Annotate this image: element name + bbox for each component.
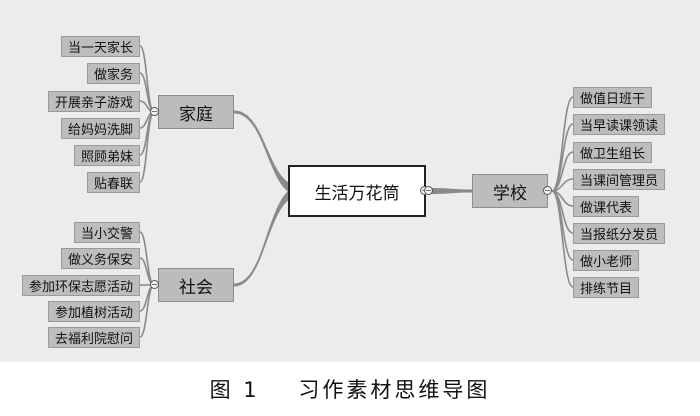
leaf-society-1[interactable]: 当小交警 (73, 222, 140, 243)
connector-root-family (234, 110, 300, 196)
leaf-school-4[interactable]: 当课间管理员 (573, 169, 666, 190)
connector-school-leaf-7 (551, 190, 574, 261)
leaf-school-6[interactable]: 当报纸分发员 (573, 223, 666, 244)
leaf-family-3[interactable]: 开展亲子游戏 (47, 91, 140, 112)
leaf-society-4[interactable]: 参加植树活动 (47, 301, 140, 322)
caption-gap (260, 377, 299, 401)
leaf-family-1[interactable]: 当一天家长 (60, 36, 140, 57)
connector-root-school (431, 188, 472, 194)
leaf-school-1[interactable]: 做值日班干 (573, 87, 653, 108)
connector-school-leaf-1 (551, 96, 574, 192)
leaf-school-7[interactable]: 做小老师 (573, 250, 640, 271)
root-node[interactable]: 生活万花筒 (288, 165, 426, 217)
figure-title: 习作素材思维导图 (298, 378, 491, 402)
figure-caption: 图 1 习作素材思维导图 (0, 362, 700, 416)
connector-root-society (234, 186, 300, 287)
leaf-school-3[interactable]: 做卫生组长 (573, 142, 653, 163)
branch-school[interactable]: 学校 (472, 174, 548, 208)
leaf-family-5[interactable]: 照顾弟妹 (73, 145, 140, 166)
collapse-toggle-society-icon[interactable]: − (150, 279, 159, 289)
leaf-family-4[interactable]: 给妈妈洗脚 (60, 118, 140, 139)
leaf-school-5[interactable]: 做课代表 (573, 196, 640, 217)
branch-family[interactable]: 家庭 (158, 95, 234, 129)
leaf-school-8[interactable]: 排练节目 (573, 277, 640, 298)
leaf-school-2[interactable]: 当早读课领读 (573, 114, 666, 135)
collapse-toggle-school-icon[interactable]: − (543, 185, 552, 195)
leaf-society-3[interactable]: 参加环保志愿活动 (21, 275, 140, 296)
leaf-society-2[interactable]: 做义务保安 (60, 248, 140, 269)
leaf-family-2[interactable]: 做家务 (86, 63, 140, 84)
connector-school-leaf-2 (551, 123, 574, 192)
connector-school-leaf-8 (551, 190, 574, 288)
collapse-toggle-root-right-icon[interactable]: − (424, 185, 433, 195)
branch-society[interactable]: 社会 (158, 268, 234, 302)
collapse-toggle-family-icon[interactable]: − (150, 106, 159, 116)
figure-number: 图 1 (209, 378, 260, 402)
leaf-society-5[interactable]: 去福利院慰问 (47, 327, 140, 348)
connector-family-leaf-6 (139, 111, 155, 183)
mind-map-canvas: 生活万花筒 − − 家庭 − 社会 − 学校 − 当一天家长 做家务 开展亲子游… (0, 0, 700, 362)
leaf-family-6[interactable]: 贴春联 (86, 172, 140, 193)
